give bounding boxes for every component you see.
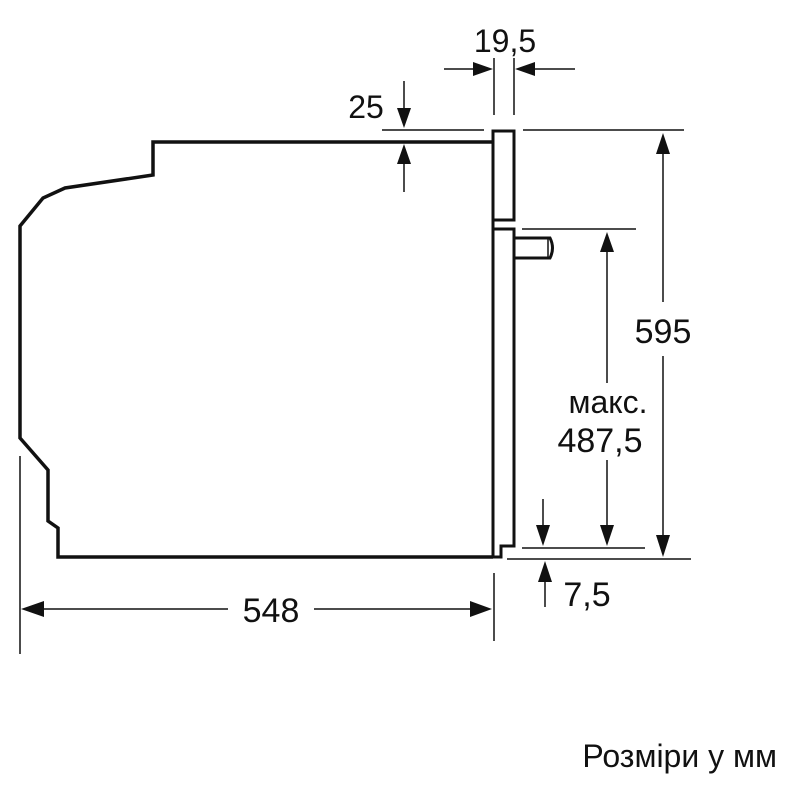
oven-body-outline: [18, 140, 493, 559]
control-knob: [514, 236, 554, 260]
max-label: макс.: [568, 384, 647, 420]
door-thickness-label: 19,5: [474, 23, 536, 59]
door-upper-panel: [491, 129, 516, 222]
door-lower-panel: [491, 220, 516, 559]
max-height-label: 487,5: [557, 422, 642, 460]
top-offset-label: 25: [348, 89, 384, 125]
depth-label: 548: [243, 592, 300, 630]
bottom-offset-label: 7,5: [563, 576, 610, 614]
units-caption: Розміри у мм: [582, 738, 777, 774]
total-height-label: 595: [635, 313, 692, 351]
